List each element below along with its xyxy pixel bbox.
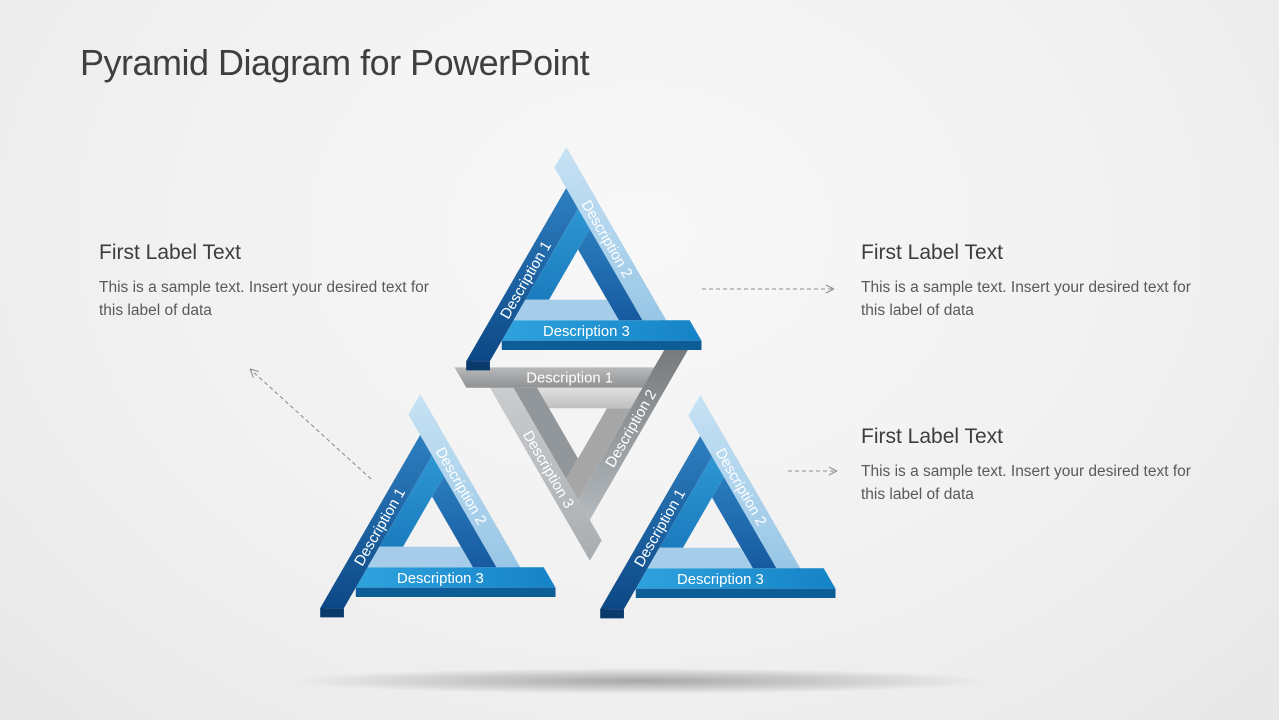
penrose-bottom-right-darkInner [712,477,777,569]
penrose-bottom-right-med [635,568,836,589]
ground-shadow [290,668,990,694]
penrose-top-darkInner [578,229,643,321]
annotation-right-bottom: First Label Text This is a sample text. … [861,425,1206,507]
arrow-left-head [249,368,254,378]
penrose-bottom-right-lightInner [647,547,753,569]
arrow-right-top-head [825,288,835,294]
band-label: Description 3 [543,324,630,340]
penrose-bottom-left-light [408,394,521,568]
annotation-body: This is a sample text. Insert your desir… [861,463,1191,504]
annotation-right-top: First Label Text This is a sample text. … [861,241,1206,323]
annotation-body: This is a sample text. Insert your desir… [99,279,429,320]
arrow-right-top [702,284,835,294]
penrose-bottom-right-dark [600,436,712,610]
penrose-top-medInner [525,208,590,300]
penrose-top-extBottom [501,340,702,350]
penrose-bottom-left-extTip [320,608,344,618]
penrose-center-med [454,367,655,388]
band-label: Description 3 [397,571,484,587]
penrose-top-extTip [466,361,490,371]
penrose-bottom-left-darkInner [432,476,497,568]
penrose-bottom-left-med [355,567,556,588]
penrose-center-darkInner [513,387,578,479]
penrose-center-dark [578,346,690,520]
band-label: Description 3 [677,572,764,588]
annotation-left: First Label Text This is a sample text. … [99,241,444,323]
arrow-left [249,368,372,480]
penrose-center-medInner [566,408,631,500]
penrose-top-lightInner [513,299,619,321]
penrose-bottom-right-medInner [659,456,724,548]
arrow-left-head [249,368,259,373]
arrow-right-bottom-head [828,470,838,476]
annotation-heading: First Label Text [99,241,242,264]
penrose-bottom-right-extTip [600,609,624,619]
annotation-body: This is a sample text. Insert your desir… [861,279,1191,320]
penrose-center-light [489,387,602,561]
arrow-left-line [249,368,372,480]
penrose-bottom-right-extBottom [635,588,836,598]
penrose-top-dark [466,188,578,362]
penrose-bottom-left-dark [320,435,432,609]
penrose-top-light [554,147,667,321]
penrose-top-med [501,320,702,341]
penrose-center-lightInner [537,387,643,409]
penrose-bottom-left-medInner [379,455,444,547]
annotation-heading: First Label Text [861,241,1004,264]
annotation-heading: First Label Text [861,425,1004,448]
arrow-right-bottom [788,466,838,476]
band-label: Description 1 [526,370,613,386]
page-title: Pyramid Diagram for PowerPoint [80,42,590,83]
arrow-right-top-head [825,284,835,290]
penrose-bottom-left-lightInner [367,546,473,568]
penrose-bottom-left-extBottom [355,587,556,597]
arrow-right-bottom-head [828,466,838,472]
penrose-bottom-right-light [688,395,801,569]
